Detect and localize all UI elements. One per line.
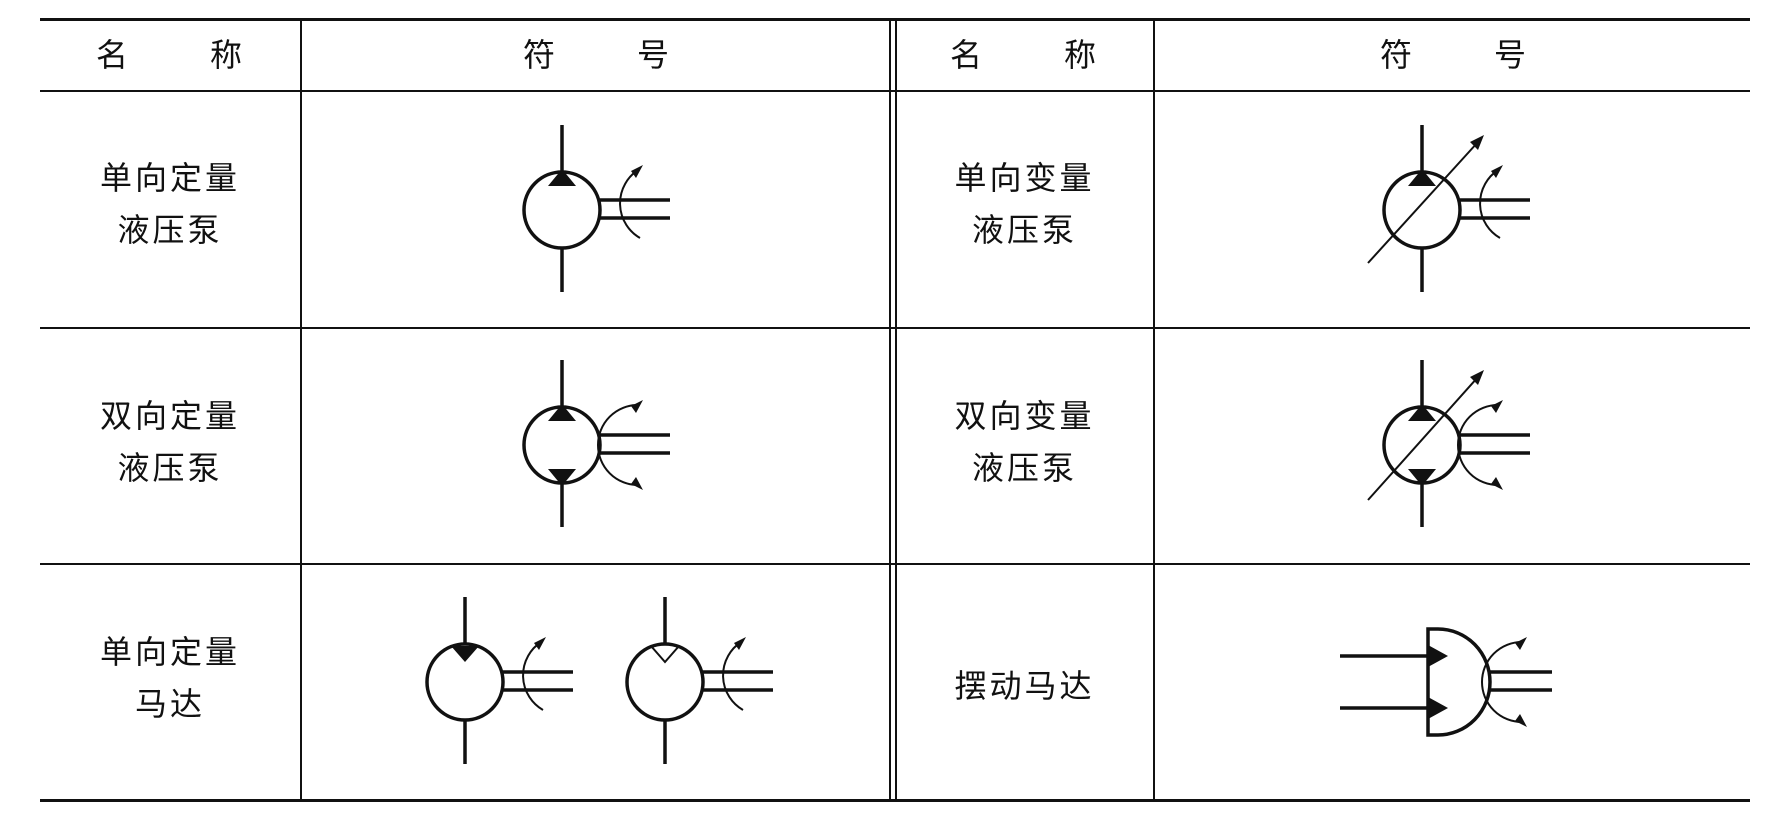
name-line: 单向定量 xyxy=(99,159,240,197)
bidirectional-variable-pump-symbol xyxy=(1367,360,1530,527)
oscillating-motor-symbol xyxy=(1340,627,1552,737)
center-double-rule-a xyxy=(889,20,891,800)
name-line: 液压泵 xyxy=(971,449,1077,487)
row-2-left-name: 双向定量 液压泵 xyxy=(40,390,300,494)
row-1-right-name: 单向变量 液压泵 xyxy=(896,152,1153,256)
name-line: 双向变量 xyxy=(954,397,1095,435)
row-2-right-name: 双向变量 液压泵 xyxy=(896,390,1153,494)
row-3-right-name: 摆动马达 xyxy=(896,660,1153,712)
header-right-symbol-char-1: 符 xyxy=(1380,36,1413,74)
name-line: 液压泵 xyxy=(971,211,1077,249)
unidirectional-variable-pump-symbol xyxy=(1367,125,1530,292)
name-line: 摆动马达 xyxy=(954,667,1095,705)
name-line: 双向定量 xyxy=(99,397,240,435)
center-double-rule-b xyxy=(895,20,897,800)
header-right-name-char-1: 名 xyxy=(950,36,983,74)
table-bottom-rule xyxy=(40,799,1750,802)
row-3-left-name: 单向定量 马达 xyxy=(40,626,300,730)
name-line: 马达 xyxy=(134,685,205,723)
header-left-name-char-1: 名 xyxy=(96,36,129,74)
row-1-left-name: 单向定量 液压泵 xyxy=(40,152,300,256)
bidirectional-fixed-pump-symbol xyxy=(522,360,670,527)
col-divider-left xyxy=(300,20,302,800)
table-top-rule xyxy=(40,18,1750,21)
name-line: 液压泵 xyxy=(117,449,223,487)
header-right-symbol-char-2: 号 xyxy=(1494,36,1527,74)
name-line: 单向定量 xyxy=(99,633,240,671)
header-left-symbol-char-1: 符 xyxy=(523,36,556,74)
unidirectional-fixed-pump-symbol xyxy=(522,125,670,292)
header-left-symbol-char-2: 号 xyxy=(637,36,670,74)
name-line: 单向变量 xyxy=(954,159,1095,197)
header-left-name-char-2: 称 xyxy=(210,36,243,74)
col-divider-right xyxy=(1153,20,1155,800)
header-right-name-char-2: 称 xyxy=(1064,36,1097,74)
unidirectional-fixed-motor-symbol xyxy=(425,597,773,764)
name-line: 液压泵 xyxy=(117,211,223,249)
